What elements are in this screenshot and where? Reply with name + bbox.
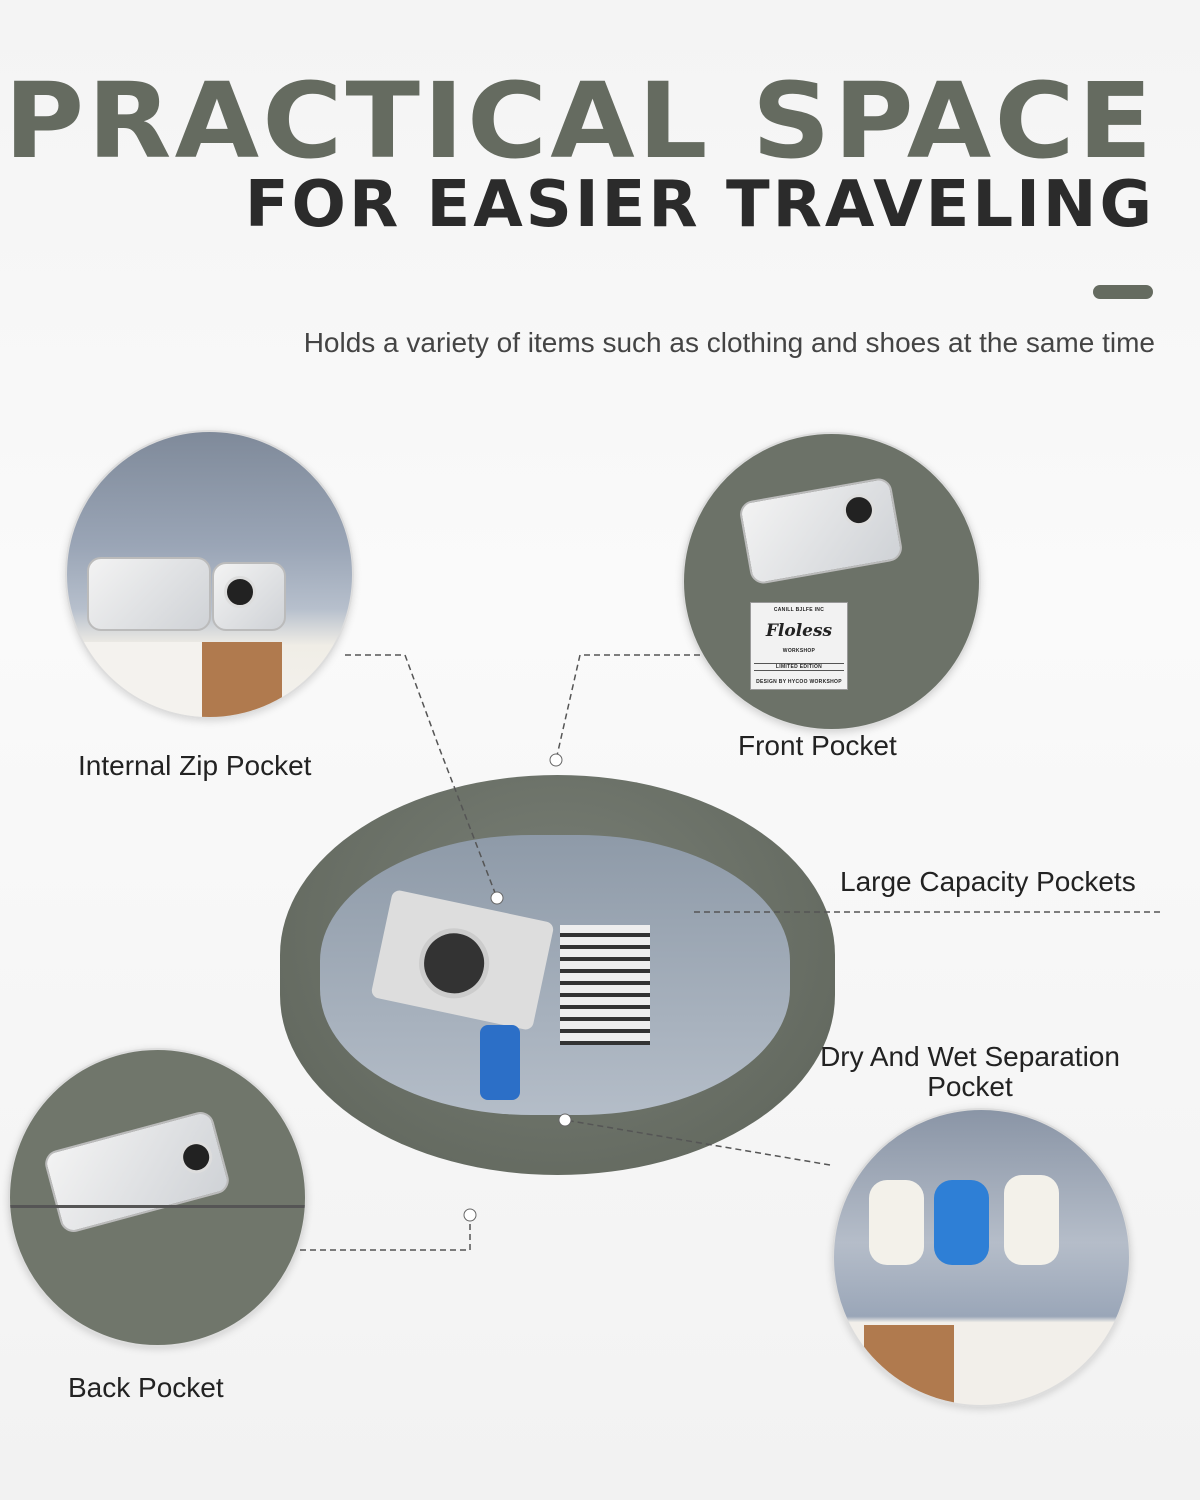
front-pocket-image: CANILL BJLFE INC Floless WORKSHOP LIMITE… bbox=[682, 432, 981, 731]
bag-image bbox=[280, 775, 835, 1175]
label-back-pocket: Back Pocket bbox=[68, 1372, 224, 1403]
subtitle: Holds a variety of items such as clothin… bbox=[303, 327, 1155, 358]
brand-tag-top: CANILL BJLFE INC bbox=[773, 607, 825, 613]
dry-wet-pocket-image bbox=[832, 1108, 1131, 1407]
label-front-pocket: Front Pocket bbox=[738, 730, 897, 761]
brand-tag-sub: WORKSHOP bbox=[782, 648, 816, 654]
label-dry-wet-separation-pocket: Dry And Wet Separation Pocket bbox=[820, 1041, 1120, 1102]
label-internal-zip-pocket: Internal Zip Pocket bbox=[78, 750, 312, 781]
label-large-capacity-pockets: Large Capacity Pockets bbox=[840, 866, 1136, 897]
brand-tag-design: DESIGN BY HYCOO WORKSHOP bbox=[756, 679, 842, 685]
brand-tag-name: Floless bbox=[765, 620, 833, 641]
back-pocket-image bbox=[8, 1048, 307, 1347]
brand-tag: CANILL BJLFE INC Floless WORKSHOP LIMITE… bbox=[750, 602, 848, 690]
accent-bar bbox=[1093, 285, 1153, 299]
internal-zip-pocket-image bbox=[65, 430, 354, 719]
brand-tag-edition: LIMITED EDITION bbox=[754, 662, 844, 671]
headline-line1: PRACTICAL SPACE bbox=[3, 60, 1155, 182]
headline-line2: FOR EASIER TRAVELING bbox=[244, 168, 1155, 242]
